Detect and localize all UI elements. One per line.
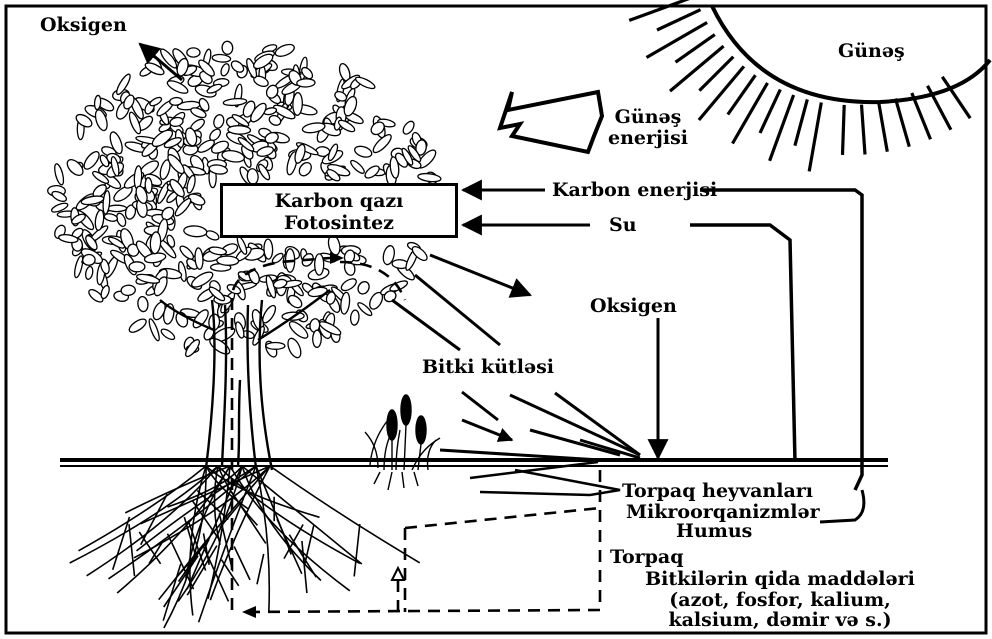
grass-plant	[365, 395, 440, 490]
photosynthesis-box: Karbon qazı Fotosintez	[220, 183, 458, 238]
sun-energy-label-1: Günəş	[608, 106, 688, 128]
carbon-energy-label: Karbon enerjisi	[552, 179, 717, 201]
soil-label: Torpaq	[610, 546, 684, 568]
ground-line	[60, 460, 888, 466]
nutrients-label-3: kalsium, dəmir və s.)	[600, 609, 960, 631]
oxygen-label-top: Oksigen	[40, 14, 127, 36]
humus-label: Humus	[676, 520, 752, 542]
tree-roots	[70, 466, 420, 628]
carbon-dioxide-label: Karbon qazı	[223, 190, 455, 212]
photosynthesis-label: Fotosintez	[223, 212, 455, 234]
leaf-arrow	[430, 255, 530, 295]
sun-label: Günəş	[838, 40, 905, 62]
biomass-label: Bitki kütləsi	[422, 356, 554, 378]
oxygen-label-mid: Oksigen	[590, 295, 677, 317]
nutrients-label-2: (azot, fosfor, kalium,	[600, 589, 960, 611]
water-label: Su	[609, 214, 637, 236]
sun-energy-arrow	[500, 92, 602, 152]
sun-energy-label-2: enerjisi	[608, 127, 688, 149]
soil-animals-label: Torpaq heyvanları	[622, 480, 813, 502]
nutrients-label-1: Bitkilərin qida maddələri	[600, 568, 960, 590]
